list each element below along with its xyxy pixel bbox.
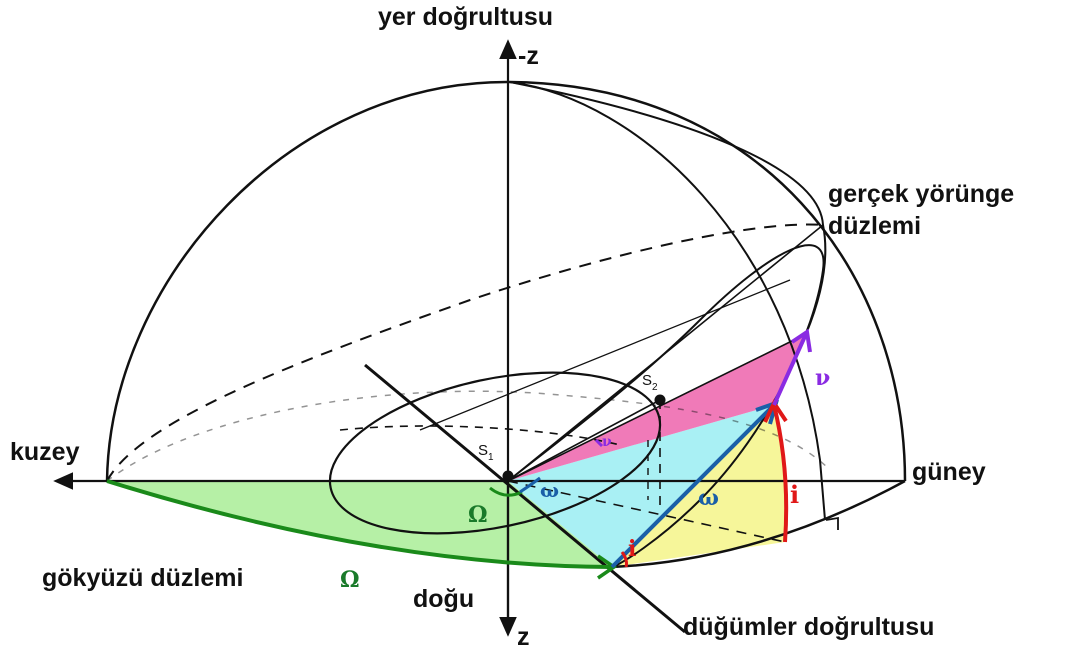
symbol-omega-small: ω: [540, 478, 559, 502]
projection-line: [507, 480, 786, 543]
symbol-i-large: i: [790, 480, 799, 509]
omega-small-arc: [519, 476, 541, 494]
label-minus-z: -z: [518, 42, 539, 70]
symbol-nu-small: ν: [602, 434, 612, 450]
symbol-i-small: i: [628, 536, 636, 562]
orbit-great-circle: [509, 81, 827, 335]
label-line-of-nodes: düğümler doğrultusu: [683, 613, 934, 641]
Omega-small-arc: [489, 486, 523, 497]
label-s2: S2: [642, 372, 658, 393]
nu-arrowhead: [790, 328, 812, 353]
inclination-region: [612, 405, 786, 567]
omega-vector: [610, 403, 776, 569]
orbit-plane-back-edge: [106, 223, 824, 482]
sky-plane-region: [107, 481, 612, 567]
symbol-nu-large: ν: [815, 365, 830, 391]
Omega-arc: [106, 479, 613, 569]
label-orbit-plane-1: gerçek yörünge: [828, 180, 1014, 208]
symbol-Omega-small: Ω: [468, 502, 488, 528]
label-south: güney: [912, 458, 986, 486]
label-orbit-plane-2: düzlemi: [828, 212, 921, 240]
label-z: z: [517, 623, 530, 650]
true-orbit-ellipse: [507, 244, 825, 568]
label-s1: S1: [478, 442, 494, 463]
label-sky-plane: gökyüzü düzlemi: [42, 564, 243, 592]
label-east: doğu: [413, 585, 474, 613]
line-focus-s2: [507, 399, 661, 482]
symbol-omega-large: ω: [698, 485, 719, 511]
line-of-nodes: [364, 363, 686, 634]
meridian-arc: [509, 81, 826, 521]
label-north: kuzey: [10, 438, 80, 466]
nu-arc: [772, 333, 808, 406]
nu-small-arc: [594, 438, 604, 448]
orbit-plane-region: [508, 405, 774, 567]
point-s1: [502, 470, 514, 482]
i-arc: [772, 404, 789, 543]
i-small-arc: [620, 551, 628, 568]
line-focus-orbit-top: [507, 224, 824, 482]
right-angle-marker: [825, 516, 839, 530]
line-focus-node-top: [419, 279, 791, 431]
label-vertical-direction: yer doğrultusu: [378, 3, 553, 31]
symbol-Omega-large: Ω: [340, 567, 360, 593]
orbit-edge-line: [507, 333, 807, 482]
point-s2: [654, 394, 666, 406]
sky-plane-back-arc: [106, 390, 831, 482]
sky-plane-back-edge: [339, 425, 621, 446]
